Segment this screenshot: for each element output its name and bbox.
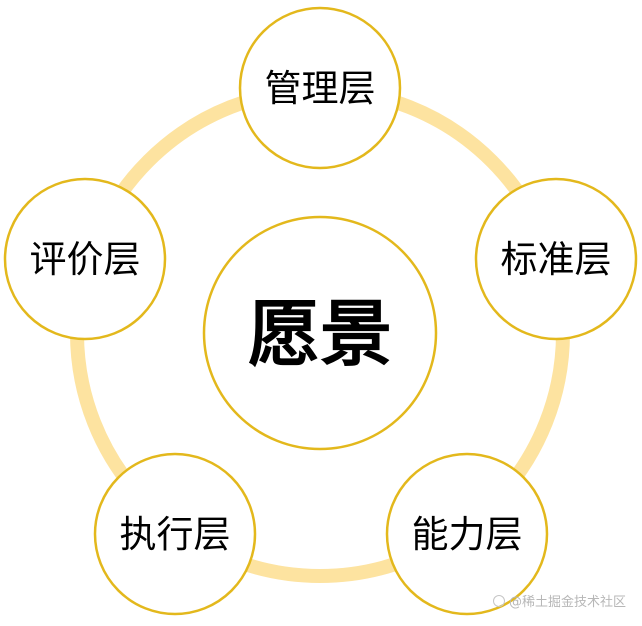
- watermark-logo-icon: [492, 594, 505, 607]
- node-label: 管理层: [265, 67, 376, 110]
- node-standard: 标准层: [474, 177, 638, 341]
- node-label: 执行层: [120, 513, 231, 556]
- center-circle: [202, 215, 438, 451]
- node-label: 标准层: [501, 238, 612, 281]
- center-label: 愿景: [248, 292, 392, 376]
- node-circle: [238, 6, 402, 170]
- node-circle: [93, 452, 257, 616]
- node-circle: [385, 452, 549, 616]
- node-execution: 执行层: [93, 452, 257, 616]
- node-circle: [474, 177, 638, 341]
- watermark: @稀土掘金技术社区: [492, 591, 626, 610]
- node-label: 能力层: [412, 513, 523, 556]
- node-circle: [3, 177, 167, 341]
- watermark-text: @稀土掘金技术社区: [508, 595, 626, 610]
- center-node: 愿景: [202, 215, 438, 451]
- node-evaluation: 评价层: [3, 177, 167, 341]
- node-capability: 能力层: [385, 452, 549, 616]
- node-management: 管理层: [238, 6, 402, 170]
- node-label: 评价层: [30, 238, 141, 281]
